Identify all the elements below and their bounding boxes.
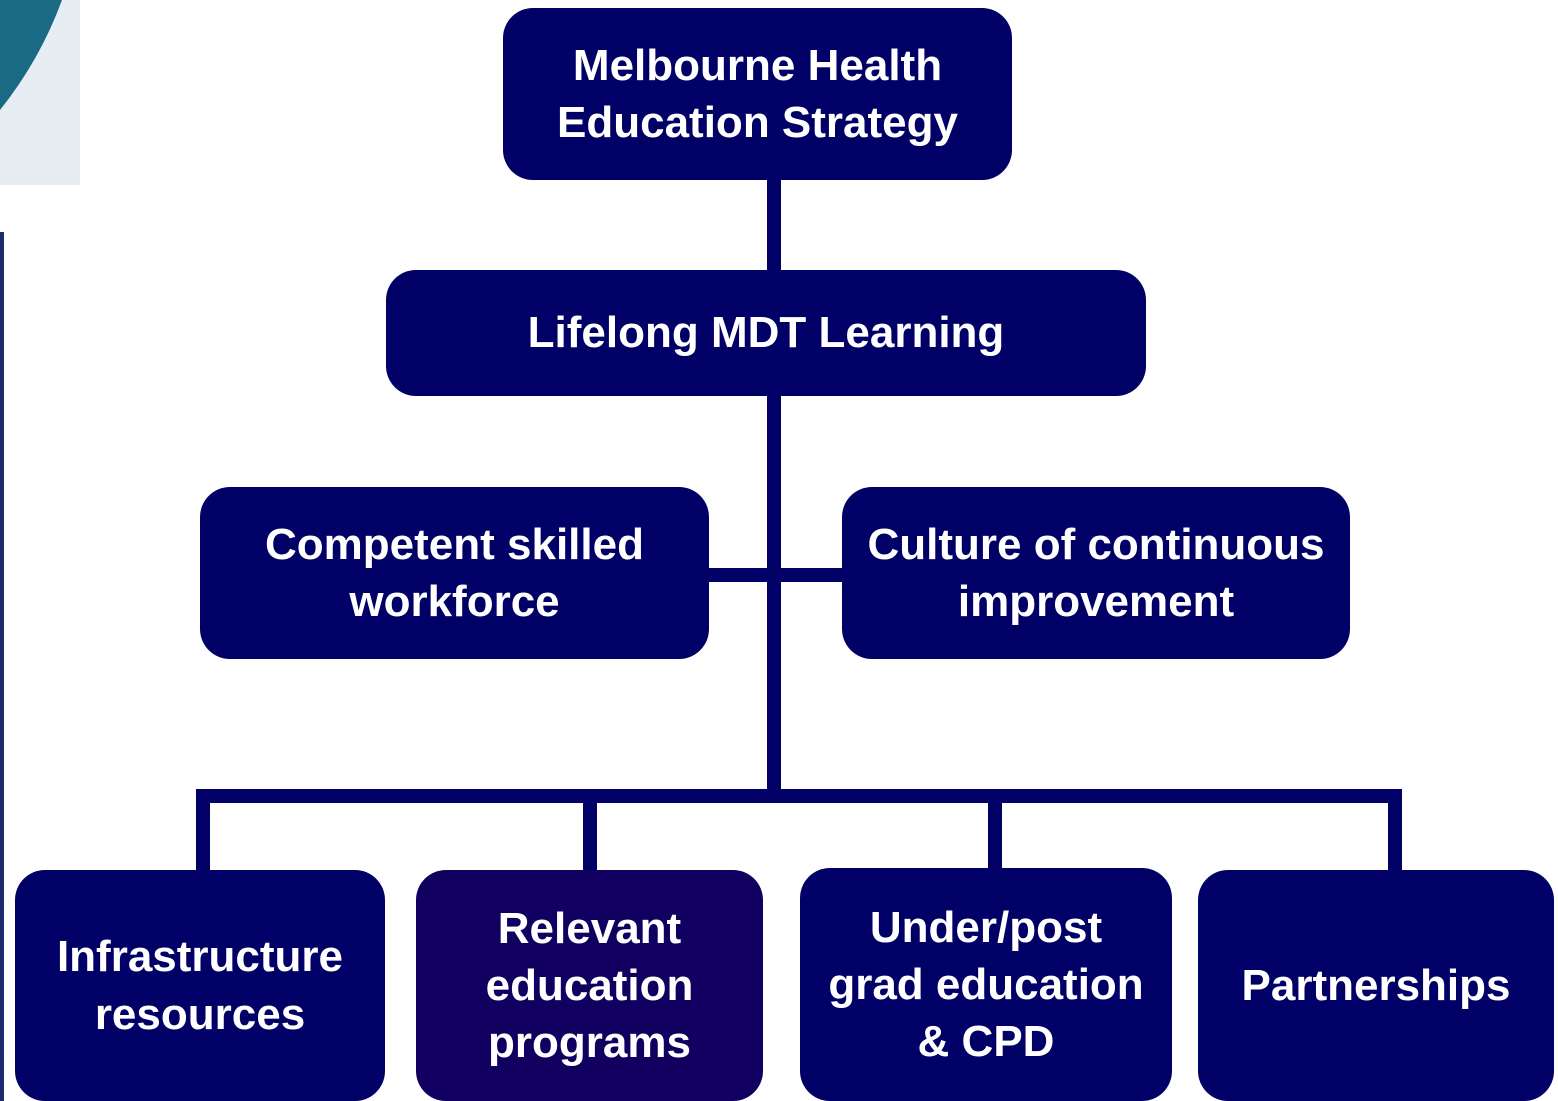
root-node: Melbourne Health Education Strategy	[503, 8, 1012, 180]
pillar-node-partnerships: Partnerships	[1198, 870, 1554, 1101]
outcome-node-competent-workforce: Competent skilled workforce	[200, 487, 709, 659]
level1-node: Lifelong MDT Learning	[386, 270, 1146, 396]
left-border-line	[0, 232, 4, 1101]
pillar-node-undergrad-postgrad: Under/post grad education & CPD	[800, 868, 1172, 1101]
outcome-node-continuous-improvement: Culture of continuous improvement	[842, 487, 1350, 659]
corner-decoration	[0, 0, 80, 185]
pillar-node-infrastructure: Infrastructure resources	[15, 870, 385, 1101]
pillar-node-education-programs: Relevant education programs	[416, 870, 763, 1101]
